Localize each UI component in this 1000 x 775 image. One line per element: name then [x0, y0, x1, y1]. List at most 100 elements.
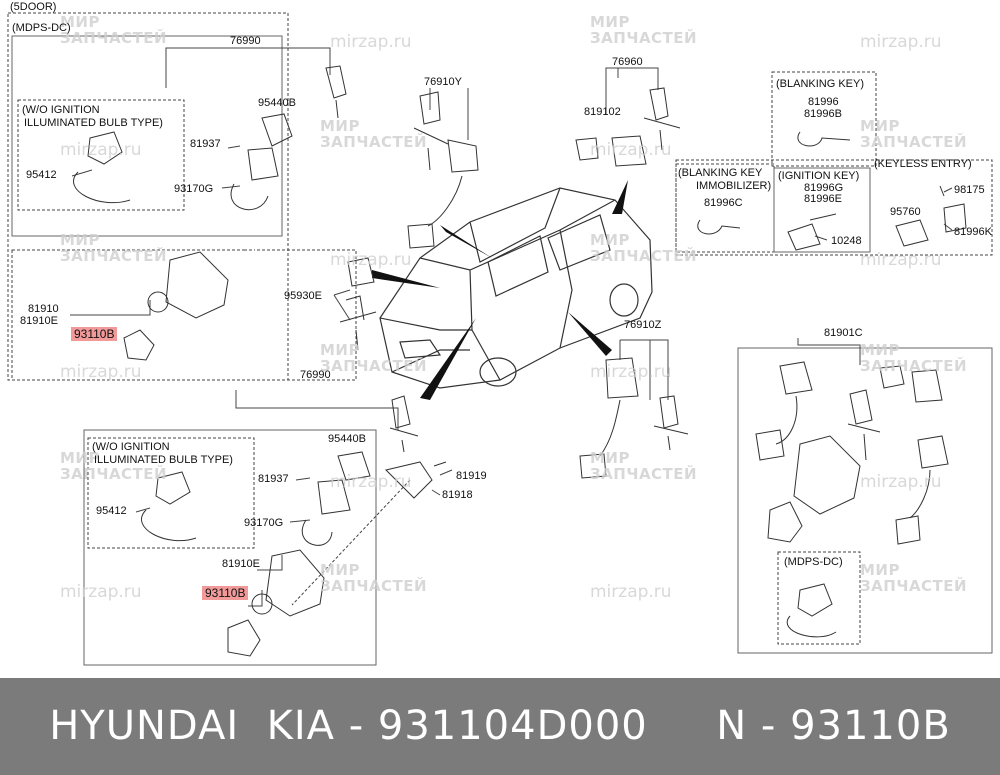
watermark-text: МИР: [320, 117, 360, 135]
part-label-819102: 819102: [584, 106, 621, 118]
watermark-text: МИР: [860, 561, 900, 579]
group-wo-ign-bot-box: [87, 437, 255, 549]
watermark-url-8: mirzap.ru: [590, 362, 672, 382]
part-label-93110b-bottom-highlighted: 93110B: [202, 586, 249, 600]
part-label-81918: 81918: [442, 489, 473, 501]
part-label-81919: 81919: [456, 470, 487, 482]
part-label-81996g: 81996G: [804, 182, 844, 194]
part-label-93170g: 93170G: [174, 183, 214, 195]
watermark-text: ЗАПЧАСТЕЙ: [320, 357, 428, 375]
part-label-81910e-bottom: 81910E: [222, 558, 260, 570]
watermark-url-5: mirzap.ru: [330, 250, 412, 270]
part-label-81996e: 81996E: [804, 193, 842, 205]
part-label-95412-bottom: 95412: [96, 505, 127, 517]
watermark-text: МИР: [590, 449, 630, 467]
part-label-81996c: 81996C: [704, 197, 743, 209]
part-label-81937-bottom: 81937: [258, 473, 289, 485]
group-wo-ign-top-box: [17, 99, 185, 211]
watermark-url-3: mirzap.ru: [60, 140, 142, 160]
group-mdps-right-box: [777, 551, 861, 645]
part-label-81901c: 81901C: [824, 327, 863, 339]
group-label-mdps-dc-right: (MDPS-DC): [784, 556, 843, 568]
group-label-keyless-entry: (KEYLESS ENTRY): [874, 158, 972, 170]
group-label-mdps-dc: (MDPS-DC): [12, 22, 71, 34]
watermark-url-12: mirzap.ru: [590, 582, 672, 602]
part-label-76910z: 76910Z: [624, 319, 662, 331]
watermark-text: МИР: [60, 231, 100, 249]
part-label-10248: 10248: [831, 235, 862, 247]
watermark-text: ЗАПЧАСТЕЙ: [860, 577, 968, 595]
watermark-text: ЗАПЧАСТЕЙ: [590, 247, 698, 265]
watermark-text: МИР: [590, 231, 630, 249]
watermark-text: МИР: [320, 341, 360, 359]
part-label-81937: 81937: [190, 138, 221, 150]
part-label-81996: 81996: [808, 96, 839, 108]
watermark-text: МИР: [860, 117, 900, 135]
watermark-text: ЗАПЧАСТЕЙ: [860, 357, 968, 375]
group-label-blanking-key: (BLANKING KEY): [776, 78, 865, 90]
group-blanking-box: [771, 71, 877, 167]
car-outline: [379, 187, 653, 389]
group-keys-box: [675, 159, 993, 256]
group-label-immobilizer: IMMOBILIZER): [696, 180, 772, 192]
group-label-illuminated: ILLUMINATED BULB TYPE): [24, 117, 163, 129]
watermark-url-9: mirzap.ru: [330, 472, 412, 492]
watermark-text: МИР: [860, 341, 900, 359]
watermark-url-11: mirzap.ru: [60, 582, 142, 602]
watermark-text: МИР: [320, 561, 360, 579]
part-label-95760: 95760: [890, 206, 921, 218]
watermark-url-10: mirzap.ru: [860, 472, 942, 492]
watermark-text: ЗАПЧАСТЕЙ: [60, 247, 168, 265]
watermark-url-1: mirzap.ru: [330, 32, 412, 52]
watermark-text: ЗАПЧАСТЕЙ: [60, 29, 168, 47]
group-bottom-box: [83, 429, 377, 666]
watermark-text: МИР: [60, 13, 100, 31]
part-label-76990: 76990: [230, 35, 261, 47]
part-label-98175: 98175: [954, 184, 985, 196]
watermark-url-7: mirzap.ru: [60, 362, 142, 382]
part-label-95440b-bottom: 95440B: [328, 433, 366, 445]
diagram-drawing: [7, 12, 993, 666]
watermark-text: ЗАПЧАСТЕЙ: [860, 133, 968, 151]
group-label-5door: (5DOOR): [10, 1, 57, 13]
footer-bar: HYUNDAI KIA - 931104D000 N - 93110B: [0, 678, 1000, 775]
group-label-ignition-key: (IGNITION KEY): [778, 170, 860, 182]
part-label-95412: 95412: [26, 169, 57, 181]
part-label-76910y: 76910Y: [424, 76, 462, 88]
watermark-url-2: mirzap.ru: [860, 32, 942, 52]
part-sketches: [73, 65, 967, 657]
part-label-81996k: 81996K: [954, 226, 992, 238]
part-label-81996b: 81996B: [804, 108, 842, 120]
watermark-text: ЗАПЧАСТЕЙ: [590, 29, 698, 47]
group-right-box: [737, 347, 993, 654]
group-lower-top-box: [11, 249, 357, 381]
watermark-url-4: mirzap.ru: [590, 140, 672, 160]
group-label-blanking-key-imm: (BLANKING KEY: [678, 167, 763, 179]
part-label-95440b: 95440B: [258, 97, 296, 109]
watermark-text: МИР: [60, 449, 100, 467]
watermark-text: ЗАПЧАСТЕЙ: [320, 577, 428, 595]
watermark-text: ЗАПЧАСТЕЙ: [590, 465, 698, 483]
group-mdps-box: [11, 35, 283, 237]
part-label-93110b-highlighted: 93110B: [71, 327, 118, 341]
part-label-81910e: 81910E: [20, 315, 58, 327]
watermark-url-6: mirzap.ru: [860, 250, 942, 270]
part-number-caption: HYUNDAI KIA - 931104D000 N - 93110B: [49, 703, 951, 749]
group-label-wo-ignition: (W/O IGNITION: [22, 104, 100, 116]
part-label-81910: 81910: [28, 303, 59, 315]
watermark-text: ЗАПЧАСТЕЙ: [60, 465, 168, 483]
part-label-93170g-bottom: 93170G: [244, 517, 284, 529]
watermark-text: ЗАПЧАСТЕЙ: [320, 133, 428, 151]
